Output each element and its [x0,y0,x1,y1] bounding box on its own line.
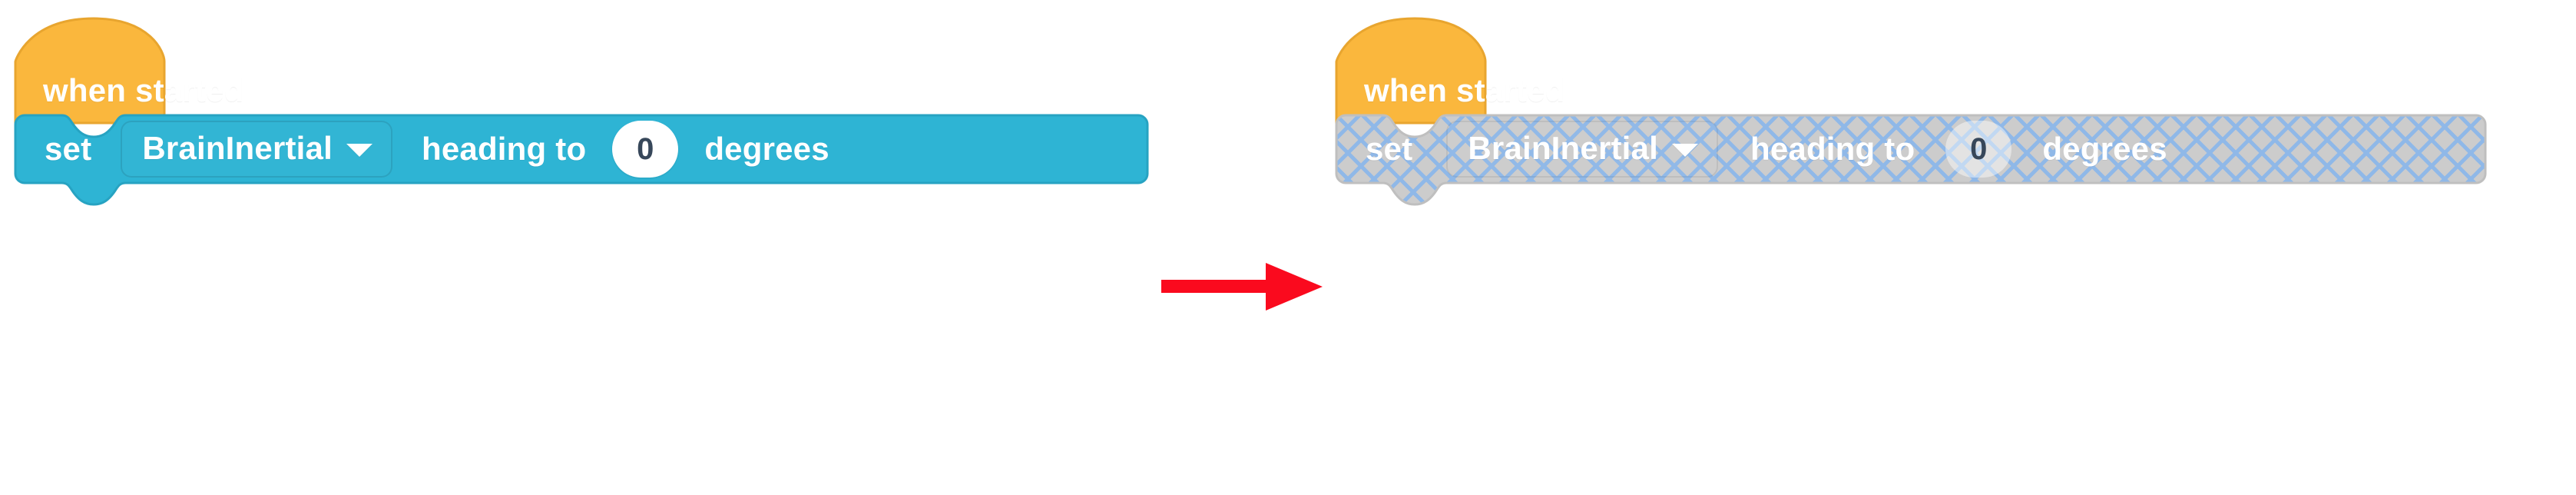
arrow-right-icon [1161,263,1323,311]
transition-arrow [1161,260,1326,314]
hat-block-label: when started [1364,72,1565,108]
when-started-hat-block[interactable]: when started [14,17,243,125]
set-heading-block-disabled[interactable]: set BrainInertial heading to 0 degrees [1335,114,2487,206]
set-heading-block[interactable]: set BrainInertial heading to 0 degrees [14,114,1149,206]
hat-block-label: when started [43,72,244,108]
when-started-hat-block[interactable]: when started [1335,17,1564,125]
